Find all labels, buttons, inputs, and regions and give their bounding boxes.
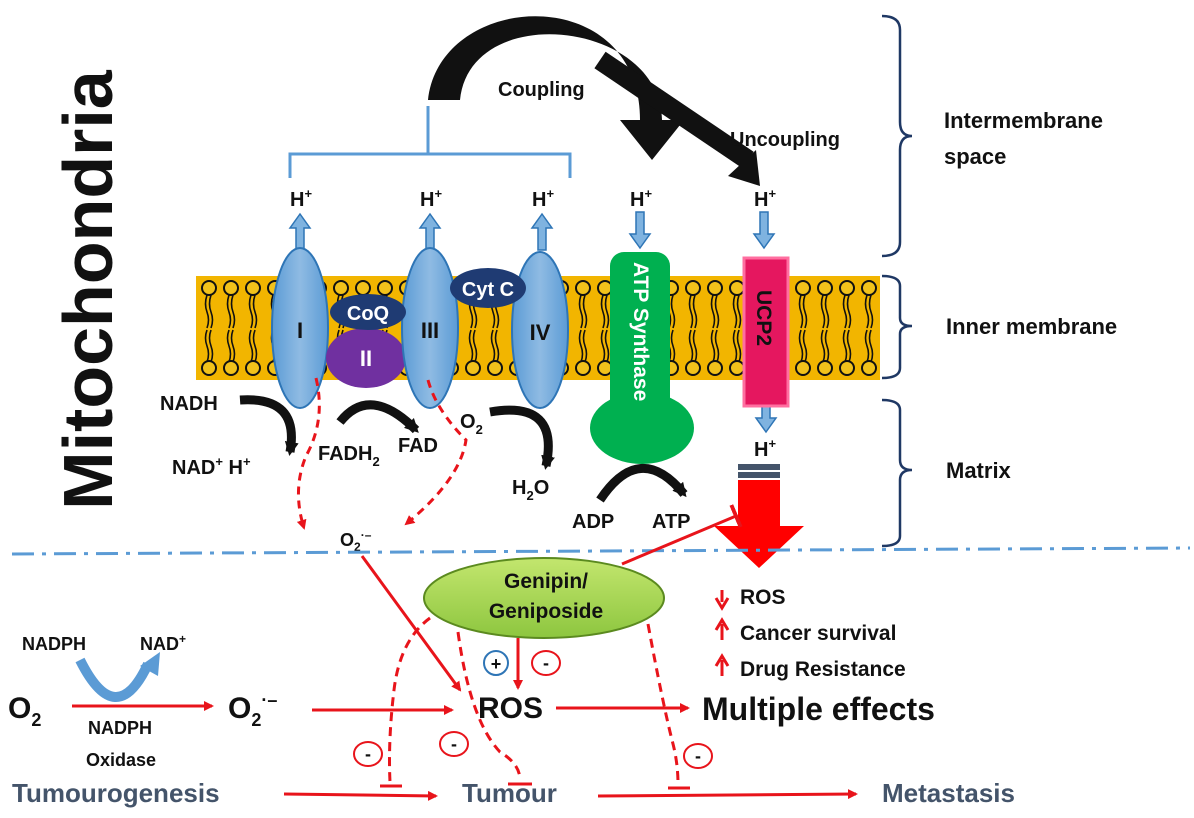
h2o-label: H2O (512, 477, 549, 503)
complex-3 (401, 247, 459, 409)
cyt-c-label: Cyt C (462, 279, 514, 301)
minus-badge-ros-label: - (543, 653, 549, 673)
proton-up-arrow-3 (418, 212, 442, 251)
genipin-label-2: Geniposide (489, 600, 603, 623)
proton-label-4: H+ (532, 186, 554, 211)
coq (330, 294, 406, 330)
matrix-arrow-stripe-1 (738, 464, 780, 470)
genipin-inhibition-lines (388, 616, 680, 785)
matrix-label: Matrix (946, 458, 1012, 483)
cancer-survival-label: Cancer survival (740, 622, 896, 645)
atp-label: ATP (652, 511, 691, 533)
plus-badge (483, 650, 509, 676)
nadph-oxidase-label-2: Oxidase (86, 750, 156, 770)
minus-badge-tumourogenesis-label: - (365, 744, 371, 764)
proton-label-matrix: H+ (754, 436, 776, 461)
nad-h-label: NAD+ H+ (172, 454, 251, 479)
uncoupling-label: Uncoupling (730, 129, 840, 151)
nadph-oxidase-label-1: NADPH (88, 718, 152, 738)
inner-membrane-label: Inner membrane (946, 314, 1117, 339)
region-braces (881, 14, 913, 548)
inhibition-bars (380, 782, 690, 790)
complex-1-label: I (297, 318, 303, 343)
tumourogenesis-arrow (283, 790, 438, 801)
electron-leak-lines (296, 377, 468, 530)
membrane-separator (11, 546, 1191, 556)
fad-label: FAD (398, 435, 438, 457)
up-arrow-icon-2 (714, 653, 730, 676)
minus-badge-metastasis-label: - (695, 746, 701, 766)
plus-badge-label: + (491, 654, 502, 674)
superoxide-matrix-label: O2·– (340, 528, 372, 554)
multiple-effects-label: Multiple effects (702, 691, 935, 727)
superoxide-lower-label: O2·– (228, 690, 277, 730)
proton-labels-top: H+ H+ H+ H+ H+ H+ (290, 186, 776, 461)
ucp2 (742, 256, 790, 408)
mito-superoxide-to-ros-arrow (360, 555, 462, 692)
atp-synthase-stalk (610, 252, 670, 422)
minus-badge-tumour (439, 731, 469, 757)
complex-4-label: IV (530, 320, 551, 345)
complex-3-label: III (421, 318, 439, 343)
adp-label: ADP (572, 511, 614, 533)
genipin-ucp2-inhibition (621, 504, 743, 566)
proton-up-arrow-4 (530, 212, 554, 251)
fadh2-label: FADH2 (318, 443, 380, 469)
minus-badge-metastasis (683, 743, 713, 769)
complex-2 (326, 328, 406, 388)
complex-2-label: II (360, 346, 372, 371)
ros-down-label: ROS (740, 586, 786, 609)
complex-4 (511, 251, 569, 409)
tumour-label: Tumour (462, 778, 557, 808)
atp-synthase-label: ATP Synthase (629, 262, 652, 401)
intermembrane-label-2: space (944, 144, 1006, 169)
proton-label-1: H+ (290, 186, 312, 211)
o2-matrix-label: O2 (460, 411, 483, 437)
coupling-arrow (428, 16, 684, 160)
ros-label: ROS (478, 692, 543, 725)
ucp2-output-arrow (714, 480, 804, 568)
proton-label-ucp2: H+ (754, 186, 776, 211)
genipin-node (423, 557, 665, 639)
up-arrow-icon (714, 617, 730, 640)
coupling-label: Coupling (498, 79, 585, 101)
uncoupling-arrow (728, 150, 760, 186)
metastasis-label: Metastasis (882, 778, 1015, 808)
proton-down-arrow-atp (628, 211, 652, 250)
proton-flow-arrows (288, 211, 778, 434)
tumour-to-metastasis-arrow (597, 789, 858, 800)
intermembrane-label: Intermembrane (944, 108, 1103, 133)
minus-badge-ros (531, 650, 561, 676)
outcome-list: ROS Cancer survival Drug Resistance (714, 586, 906, 681)
complex-bracket (288, 106, 572, 178)
genipin-label-1: Genipin/ (504, 570, 588, 593)
complex-1 (271, 247, 329, 409)
nadph-curve-arrow (75, 657, 153, 702)
proton-down-arrow-ucp2 (752, 211, 776, 250)
side-title: Mitochondria (49, 69, 127, 509)
o2-lower-label: O2 (8, 692, 41, 730)
cyt-c (450, 268, 526, 308)
nad-plus-label: NAD+ (140, 632, 186, 654)
tumourogenesis-label: Tumourogenesis (12, 778, 220, 808)
atp-synthase-head (590, 392, 694, 464)
reaction-arrows (239, 395, 688, 503)
minus-badge-tumourogenesis (353, 741, 383, 767)
drug-resistance-label: Drug Resistance (740, 658, 906, 681)
proton-up-arrow-1 (288, 212, 312, 251)
minus-badge-tumour-label: - (451, 734, 457, 754)
down-arrow-icon (714, 590, 730, 611)
nadph-label: NADPH (22, 634, 86, 654)
proton-label-atp: H+ (630, 186, 652, 211)
ucp2-label: UCP2 (752, 290, 775, 346)
coq-label: CoQ (347, 303, 389, 325)
nadh-label: NADH (160, 393, 218, 415)
proton-label-3: H+ (420, 186, 442, 211)
